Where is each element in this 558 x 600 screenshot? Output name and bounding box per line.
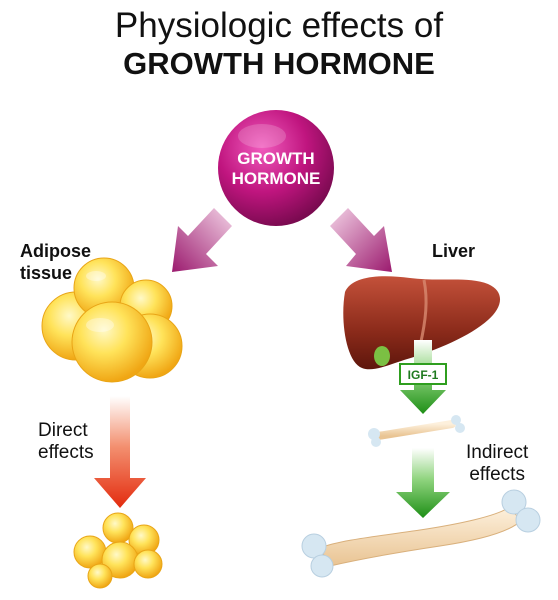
adipose-label: Adipose tissue: [20, 240, 91, 284]
adipose-label-line-2: tissue: [20, 263, 73, 283]
title-line-2: GROWTH HORMONE: [123, 46, 435, 81]
arrow-to-liver: [330, 208, 392, 272]
adipose-label-line-1: Adipose: [20, 241, 92, 261]
small-fat-cells-icon: [73, 512, 163, 589]
hormone-label-line-1: GROWTH: [237, 149, 314, 168]
igf-1-badge: IGF-1: [399, 363, 447, 385]
large-bone-icon: [301, 489, 541, 578]
direct-effects-line-2: effects: [38, 442, 94, 463]
green-arrow-lower: [396, 448, 450, 518]
growth-hormone-sphere: GROWTH HORMONE: [218, 110, 334, 226]
liver-icon: [343, 276, 501, 370]
direct-effects-label: Direct effects: [38, 420, 94, 464]
indirect-effects-line-1: Indirect: [466, 442, 529, 463]
title-line-1: Physiologic effects of: [114, 6, 444, 45]
direct-effects-line-1: Direct: [38, 420, 88, 441]
indirect-effects-line-2: effects: [469, 464, 525, 485]
arrow-to-adipose: [172, 208, 232, 272]
hormone-label-line-2: HORMONE: [232, 169, 321, 188]
small-bone-icon: [368, 415, 465, 447]
igf-1-label: IGF-1: [408, 368, 439, 382]
red-arrow-direct: [94, 396, 146, 508]
indirect-effects-label: Indirect effects: [466, 442, 528, 486]
adipose-fat-cells-icon: [41, 257, 183, 383]
liver-label: Liver: [432, 241, 476, 261]
